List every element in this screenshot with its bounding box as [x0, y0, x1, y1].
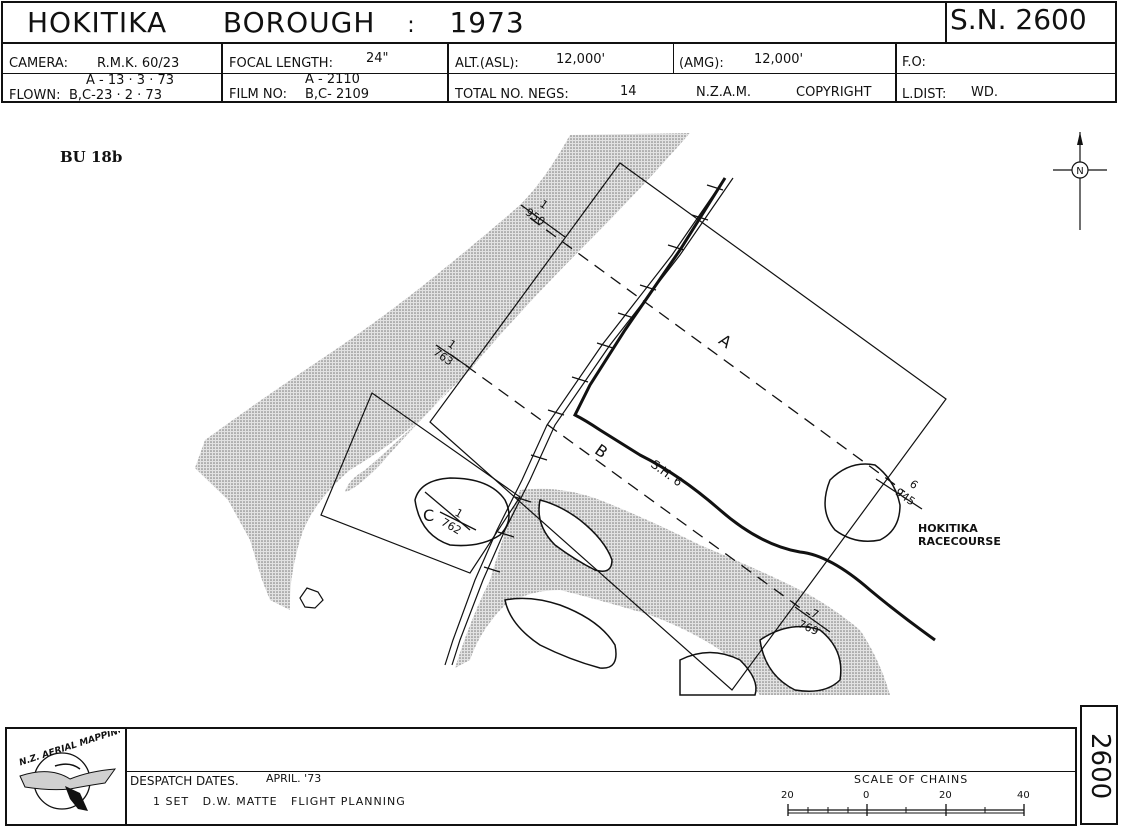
header-divider — [1, 42, 1117, 44]
negs-value: 14 — [620, 84, 637, 99]
header-divider — [895, 43, 897, 103]
camera-value: R.M.K. 60/23 — [97, 56, 180, 71]
scale-title: SCALE OF CHAINS — [854, 773, 969, 786]
strip-label-c: C — [423, 506, 434, 525]
scale-tick-label: 20 — [781, 790, 794, 801]
ldist-value: WD. — [971, 85, 998, 100]
flown-top: A - 13 · 3 · 73 — [86, 73, 174, 88]
photo-centre-tick — [794, 606, 831, 633]
river-island — [504, 597, 617, 669]
alt-value: 12,000' — [556, 52, 606, 67]
strip-label-b: B — [591, 440, 611, 462]
racecourse-outline — [824, 463, 901, 542]
header-divider — [1, 73, 1117, 74]
despatch-label: DESPATCH DATES. — [130, 774, 239, 788]
focal-value: 24" — [366, 51, 389, 66]
negs-label: TOTAL NO. NEGS: — [455, 87, 569, 102]
scale-bar — [787, 804, 1025, 816]
scale-tick-label: 20 — [939, 790, 952, 801]
ldist-label: L.DIST: — [902, 87, 947, 102]
river-island — [759, 625, 842, 692]
north-arrow: N — [1053, 132, 1107, 230]
film-top: A - 2110 — [305, 72, 360, 87]
flown-label: FLOWN: — [9, 88, 61, 103]
alt-label: ALT.(ASL): — [455, 56, 519, 71]
company-logo: N.Z. AERIAL MAPPING LTD. — [18, 731, 120, 811]
amg-label: (AMG): — [679, 56, 724, 71]
header-divider — [945, 1, 947, 43]
copyright-label: COPYRIGHT — [796, 85, 872, 100]
photo-centre-tick — [439, 511, 477, 531]
title-place: HOKITIKA — [27, 6, 168, 39]
racecourse-label-2: RACECOURSE — [918, 535, 1001, 548]
photo-label-945-top: 6 — [907, 477, 920, 492]
sheet-number: S.N. 2600 — [950, 3, 1087, 36]
railway-ticks — [483, 184, 724, 573]
film-label: FILM NO: — [229, 87, 288, 102]
strip-line-a — [529, 217, 906, 493]
island-c — [414, 477, 510, 547]
header-box — [1, 1, 1117, 103]
sheet-code: BU 18b — [60, 148, 123, 166]
photo-centre-tick — [875, 478, 923, 510]
side-number-box — [1080, 705, 1118, 825]
photo-centre-tick — [520, 204, 566, 238]
scale-tick-label: 0 — [863, 790, 870, 801]
river-island — [538, 499, 613, 572]
header-divider — [221, 43, 223, 103]
railway-line-parallel — [444, 177, 726, 666]
river-island — [679, 651, 757, 696]
highway-sh6 — [572, 177, 936, 642]
strip-label-a: A — [715, 330, 735, 352]
racecourse-label-1: HOKITIKA — [918, 522, 978, 535]
photo-label-769-top: 7 — [809, 607, 821, 622]
amg-value: 12,000' — [754, 52, 804, 67]
header-divider — [673, 43, 674, 74]
scale-tick-label: 40 — [1017, 790, 1030, 801]
footer-divider — [125, 771, 1077, 772]
nzam-label: N.Z.A.M. — [696, 85, 752, 100]
title-separator: : — [407, 13, 416, 38]
focal-label: FOCAL LENGTH: — [229, 56, 333, 71]
strip-line-b — [449, 353, 811, 616]
title-borough: BOROUGH — [222, 6, 376, 39]
photo-centre-tick — [435, 344, 471, 369]
footer-divider — [125, 727, 127, 826]
footer-box — [5, 727, 1077, 826]
fo-label: F.O: — [902, 55, 926, 70]
camera-label: CAMERA: — [9, 56, 68, 71]
coastal-land — [195, 133, 690, 610]
photo-frame-c — [320, 392, 521, 574]
flown-value: B,C-23 · 2 · 73 — [69, 88, 162, 103]
north-label: N — [1076, 166, 1083, 177]
highway-label: S.H. 6 — [648, 457, 685, 489]
title-year: 1973 — [449, 6, 525, 39]
set-line: 1 SET D.W. MATTE FLIGHT PLANNING — [153, 795, 406, 808]
despatch-value: APRIL. '73 — [266, 772, 322, 785]
survey-title: HOKITIKA BOROUGH : 1973 — [27, 6, 525, 39]
film-value: B,C- 2109 — [305, 87, 370, 102]
side-number: 2600 — [1085, 733, 1115, 800]
photo-frame-a — [429, 162, 947, 691]
header-divider — [447, 43, 449, 103]
small-islet — [299, 587, 324, 609]
